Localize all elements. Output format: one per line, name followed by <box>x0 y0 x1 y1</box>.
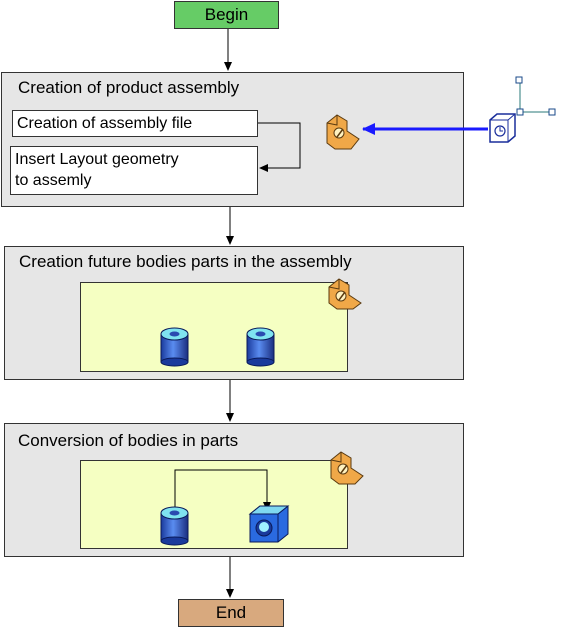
body-cylinder-icon <box>160 327 189 367</box>
conversion-zone <box>80 460 348 549</box>
panel-conversion-title: Conversion of bodies in parts <box>18 431 239 450</box>
assembly-product-icon <box>326 114 360 150</box>
arrow-body-to-part <box>174 469 271 512</box>
assembly-product-icon-conversion <box>330 451 364 485</box>
step-create-assembly-file: Creation of assembly file <box>12 110 258 137</box>
begin-label: Begin <box>204 5 249 24</box>
step-insert-layout-geometry: Insert Layout geometry to assemly <box>10 146 258 195</box>
panel-future-bodies-title: Creation future bodies parts in the asse… <box>19 252 352 271</box>
arrow-step1-to-step2 <box>258 122 301 172</box>
end-node: End <box>178 599 284 627</box>
panel-product-assembly-title: Creation of product assembly <box>18 78 240 97</box>
body-cylinder-icon-2 <box>246 327 275 367</box>
layout-geometry-icon <box>489 76 556 143</box>
body-cylinder-icon-3 <box>160 506 189 546</box>
end-label: End <box>215 603 247 622</box>
part-icon <box>248 505 290 543</box>
assembly-product-icon-bodies <box>328 278 362 310</box>
bodies-zone <box>80 282 348 372</box>
begin-node: Begin <box>174 1 279 29</box>
